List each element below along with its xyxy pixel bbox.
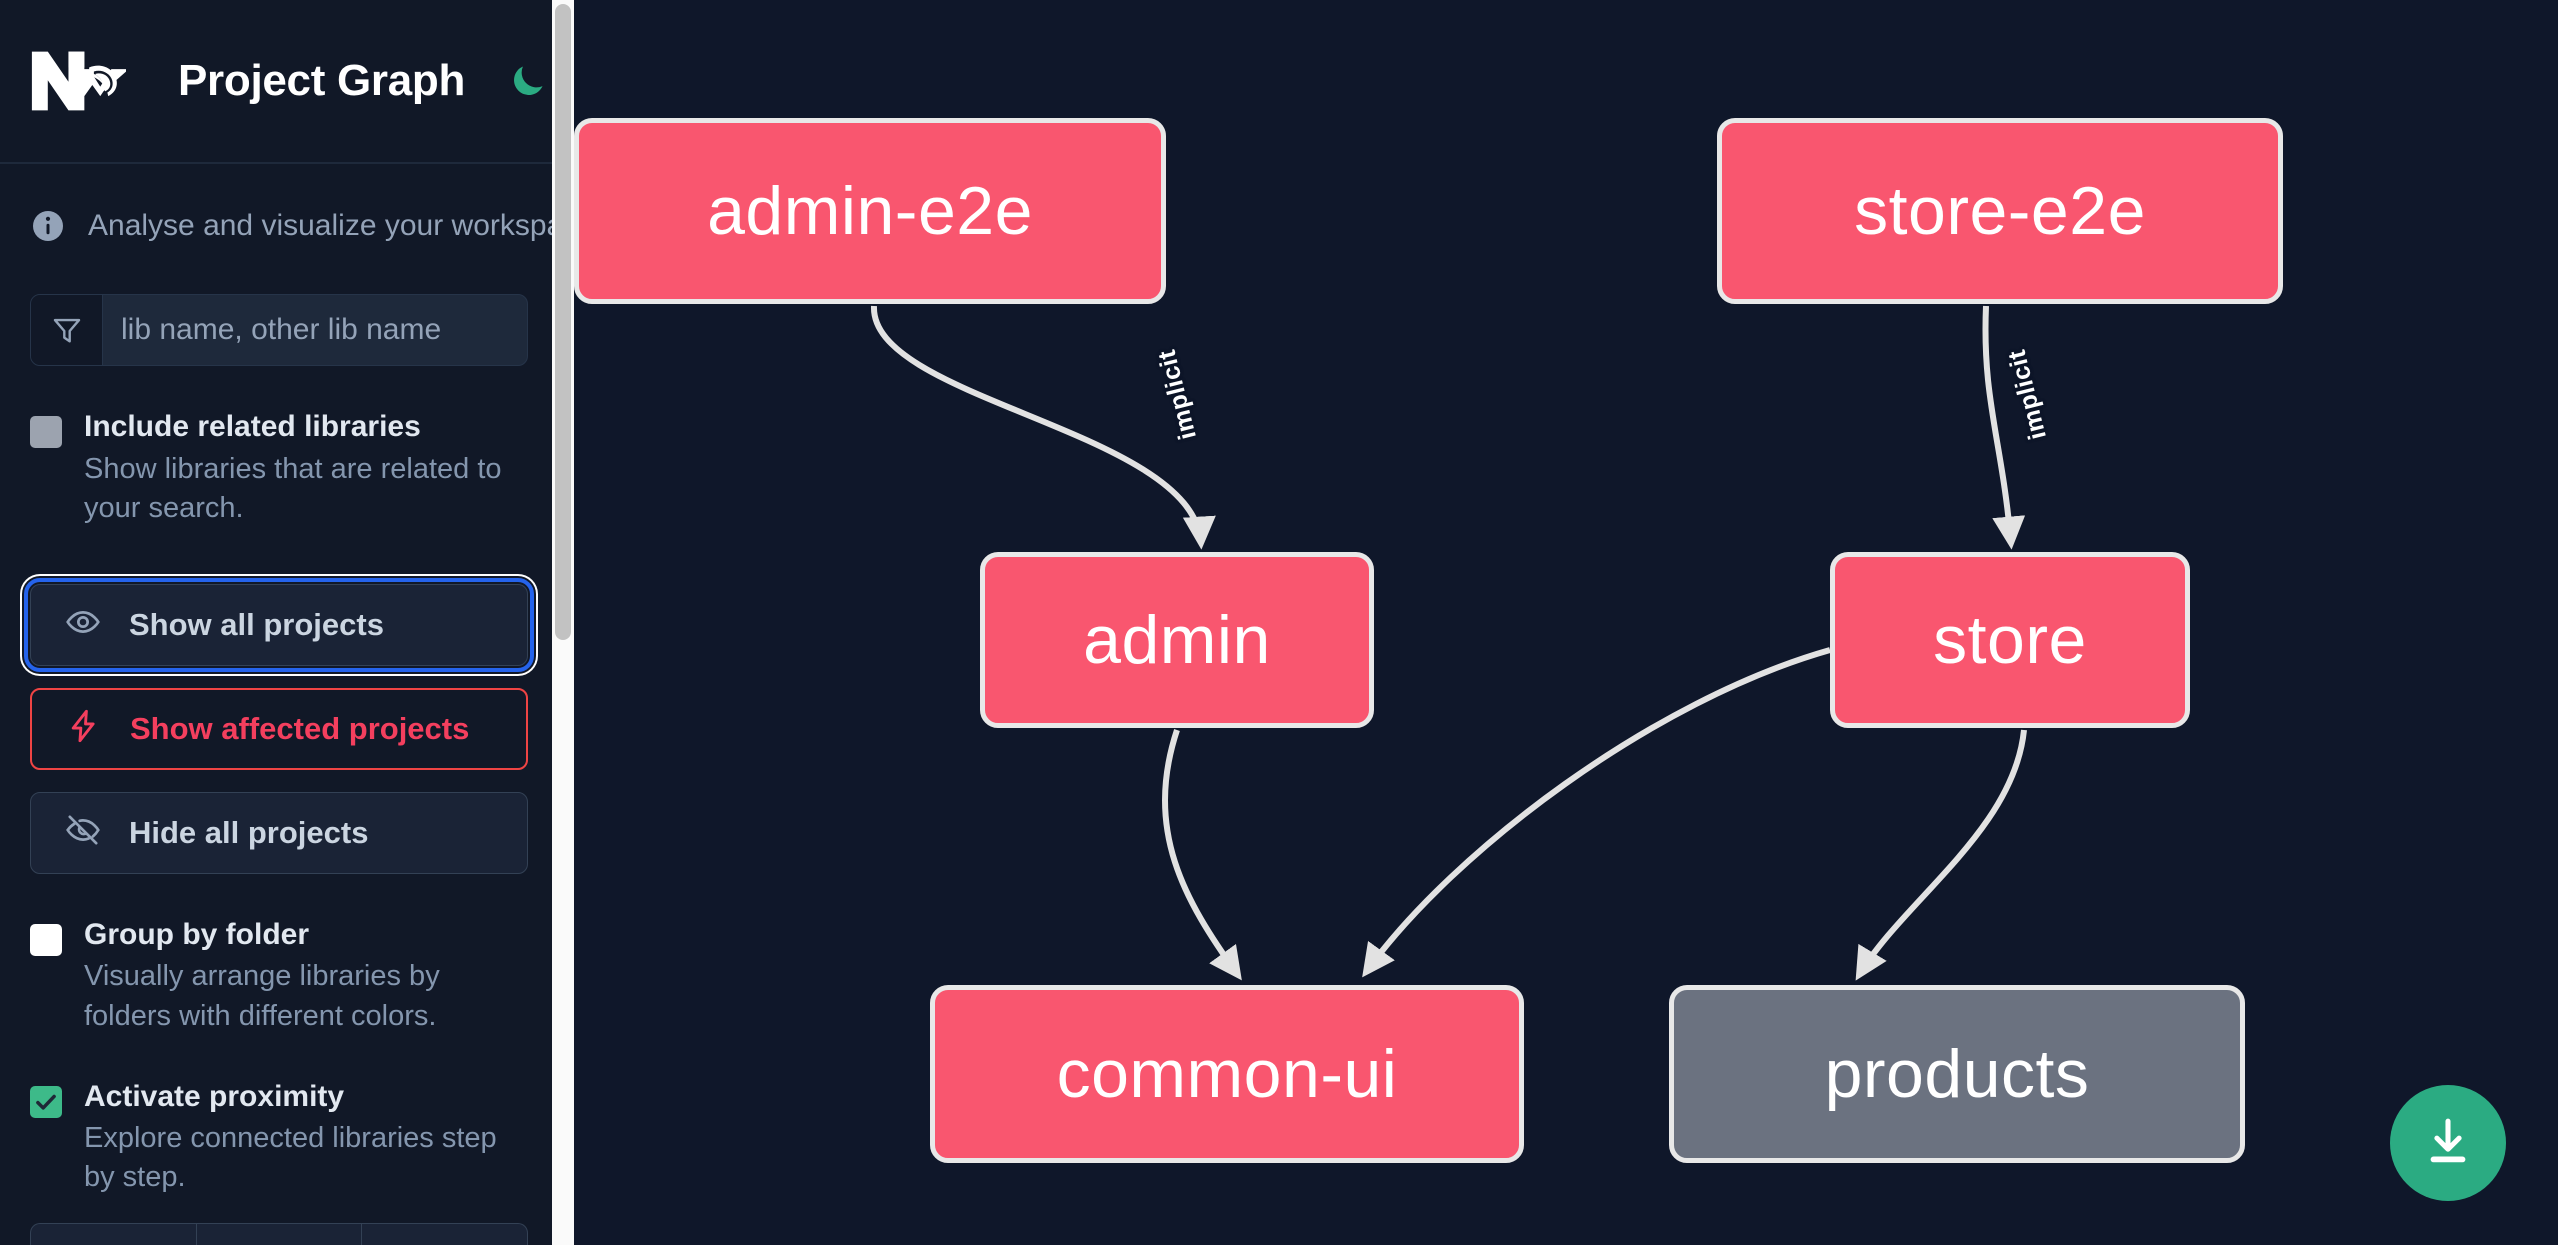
sidebar-header: Project Graph: [0, 0, 558, 164]
moon-icon[interactable]: [505, 58, 551, 104]
edge-store-to-products: [1855, 729, 2027, 981]
search-input[interactable]: [103, 295, 527, 365]
graph-node-admin[interactable]: admin: [980, 552, 1374, 728]
graph-node-label: admin-e2e: [707, 173, 1033, 249]
option-description: Explore connected libraries step by step…: [84, 1122, 497, 1194]
option-label: Activate proximity: [84, 1079, 345, 1113]
download-button[interactable]: [2390, 1085, 2506, 1201]
edge-admin-e2e-to-admin: [870, 305, 1216, 550]
info-icon: [30, 208, 66, 244]
show-all-projects-button[interactable]: Show all projects: [24, 577, 534, 672]
option-label: Group by folder: [84, 917, 309, 951]
option-include-related-libraries[interactable]: Include related libraries Show libraries…: [0, 410, 558, 528]
workspace-note: Analyse and visualize your workspace.: [0, 164, 558, 244]
edge-store-e2e-to-store: [1982, 305, 2026, 550]
graph-edges: [870, 305, 2027, 981]
graph-node-label: admin: [1083, 602, 1271, 678]
option-description: Visually arrange libraries by folders wi…: [84, 960, 440, 1032]
graph-node-store-e2e[interactable]: store-e2e: [1717, 118, 2283, 304]
option-group-by-folder[interactable]: Group by folder Visually arrange librari…: [0, 918, 558, 1036]
download-icon: [2419, 1113, 2477, 1174]
graph-node-label: products: [1824, 1036, 2090, 1112]
lightning-bolt-icon: [66, 708, 102, 749]
project-visibility-buttons: Show all projects Show affected projects: [24, 577, 534, 874]
project-graph-canvas[interactable]: admin-e2e store-e2e admin store common-u…: [574, 0, 2558, 1245]
graph-node-label: store: [1933, 602, 2087, 678]
sidebar: Project Graph Analyse and visualize your…: [0, 0, 558, 1245]
hide-all-projects-label: Hide all projects: [129, 814, 369, 850]
workspace-note-text: Analyse and visualize your workspace.: [88, 209, 558, 242]
graph-node-label: store-e2e: [1854, 173, 2146, 249]
checkbox-group-by-folder[interactable]: [30, 923, 62, 956]
checkbox-include-related-libraries[interactable]: [30, 416, 62, 448]
graph-node-label: common-ui: [1056, 1036, 1398, 1112]
search-field[interactable]: [30, 294, 528, 366]
filter-icon: [31, 295, 103, 365]
graph-node-products[interactable]: products: [1669, 985, 2245, 1163]
show-affected-projects-button[interactable]: Show affected projects: [30, 687, 528, 770]
option-description: Show libraries that are related to your …: [84, 452, 502, 524]
checkbox-activate-proximity[interactable]: [30, 1085, 62, 1118]
hide-all-projects-button[interactable]: Hide all projects: [30, 791, 528, 874]
option-label: Include related libraries: [84, 410, 421, 443]
eye-icon: [65, 604, 101, 645]
show-affected-projects-label: Show affected projects: [130, 710, 470, 746]
edge-store-to-common-ui: [1362, 647, 1831, 978]
graph-node-admin-e2e[interactable]: admin-e2e: [574, 118, 1166, 304]
nx-logo-icon: [30, 50, 129, 112]
eye-off-icon: [65, 812, 101, 853]
sidebar-scrollbar-thumb[interactable]: [555, 4, 571, 640]
bottom-toolbar-segment[interactable]: [31, 1224, 197, 1245]
graph-node-common-ui[interactable]: common-ui: [930, 985, 1524, 1163]
show-all-projects-label: Show all projects: [129, 606, 384, 642]
bottom-toolbar-segment[interactable]: [197, 1224, 363, 1245]
graph-node-store[interactable]: store: [1830, 552, 2190, 728]
option-activate-proximity[interactable]: Activate proximity Explore connected lib…: [0, 1080, 558, 1198]
bottom-toolbar-segment[interactable]: [362, 1224, 527, 1245]
bottom-toolbar[interactable]: [30, 1223, 528, 1245]
page-title: Project Graph: [178, 56, 466, 105]
edge-admin-to-common-ui: [1162, 729, 1242, 981]
